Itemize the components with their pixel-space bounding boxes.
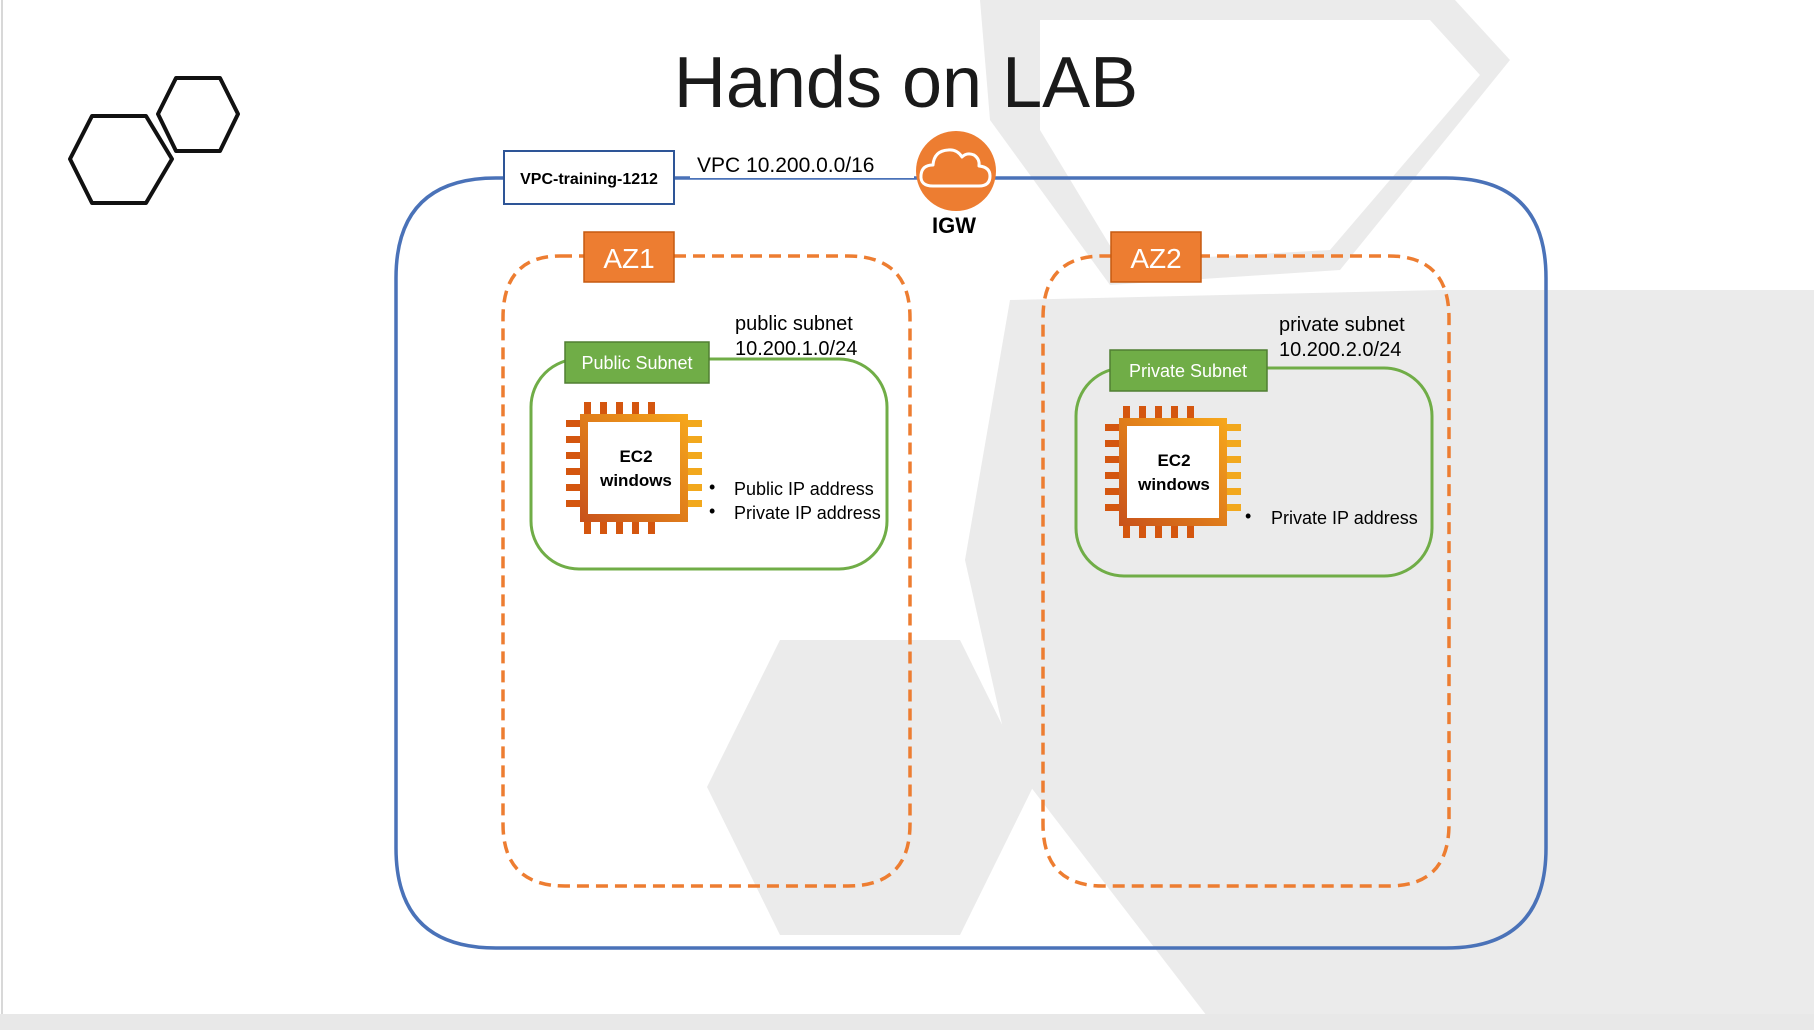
az2-boundary xyxy=(1041,254,1451,888)
bg-hexagon-band-edge xyxy=(1210,290,1814,1020)
az2-label: AZ2 xyxy=(1130,243,1181,274)
vpc-name-box[interactable] xyxy=(503,150,675,205)
az1-label: AZ1 xyxy=(603,243,654,274)
az1-zone: AZ1 public subnet 10.200.1.0/24 Public S… xyxy=(501,231,912,888)
igw-circle xyxy=(916,131,996,211)
az1-bullet-dot-2: • xyxy=(709,501,715,521)
az2-ec2-line2: windows xyxy=(1137,475,1210,494)
ec2-chip-icon[interactable] xyxy=(566,402,702,534)
az2-ec2-line1: EC2 xyxy=(1157,451,1190,470)
igw-node[interactable]: IGW xyxy=(916,131,996,238)
bg-hexagon-small xyxy=(707,640,1033,935)
public-subnet-tag[interactable] xyxy=(564,341,710,384)
igw-label: IGW xyxy=(932,213,976,238)
az1-ec2-line1: EC2 xyxy=(619,447,652,466)
az1-subnet-name: public subnet xyxy=(735,313,853,335)
az2-zone: AZ2 private subnet 10.200.2.0/24 Private… xyxy=(1041,231,1451,888)
az2-bullet-dot-1: • xyxy=(1245,506,1251,526)
az1-ec2-line2: windows xyxy=(599,471,672,490)
az1-boundary xyxy=(501,254,912,888)
vpc-cidr-bg xyxy=(690,150,914,178)
cloud-icon xyxy=(919,148,992,188)
vpc-boundary xyxy=(394,176,1548,950)
bg-bottom-strip xyxy=(0,1014,1814,1030)
az2-bullet-1: Private IP address xyxy=(1271,508,1418,528)
az2-subnet-name: private subnet xyxy=(1279,314,1405,336)
private-subnet-label: Private Subnet xyxy=(1129,361,1247,381)
ec2-chip-icon[interactable] xyxy=(1105,406,1241,538)
bg-hexagon-inner xyxy=(1040,20,1480,262)
az1-subnet-cidr: 10.200.1.0/24 xyxy=(735,338,857,360)
private-subnet-tag[interactable] xyxy=(1109,349,1268,392)
public-subnet-label: Public Subnet xyxy=(581,353,692,373)
az1-bullet-2: Private IP address xyxy=(734,503,881,523)
slide-title: Hands on LAB xyxy=(674,43,1138,123)
vpc-name-label: VPC-training-1212 xyxy=(520,171,658,188)
vpc-cidr-label: VPC 10.200.0.0/16 xyxy=(697,154,874,177)
az1-tag[interactable] xyxy=(583,231,675,283)
az1-bullet-dot-1: • xyxy=(709,477,715,497)
az2-subnet-cidr: 10.200.2.0/24 xyxy=(1279,339,1401,361)
logo-hexagons-icon xyxy=(68,76,240,205)
az1-bullet-1: Public IP address xyxy=(734,479,874,499)
az2-tag[interactable] xyxy=(1110,231,1202,283)
